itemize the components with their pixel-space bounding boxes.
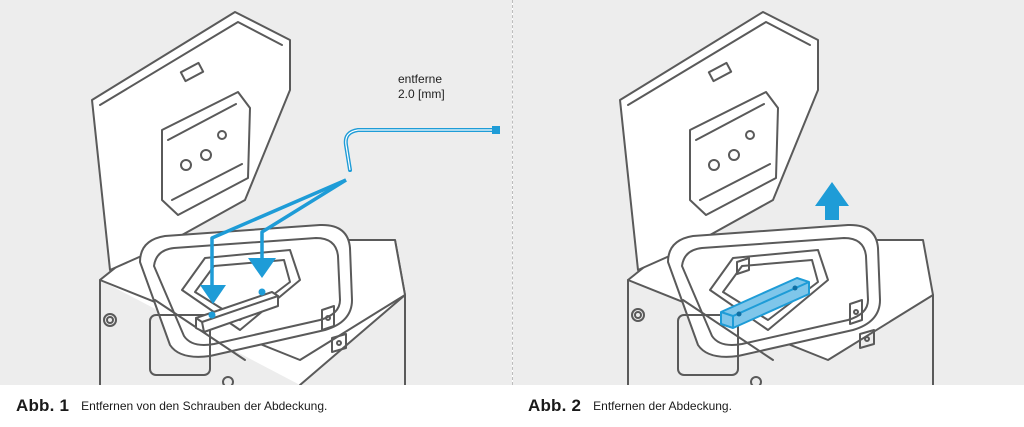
- figure-divider: [512, 0, 513, 385]
- tool-note: entferne 2.0 [mm]: [398, 72, 445, 102]
- hex-key-tip: [492, 126, 500, 134]
- figure-1-illustration: entferne 2.0 [mm]: [0, 0, 512, 385]
- tool-note-line2: 2.0 [mm]: [398, 87, 445, 101]
- arrow-head-right: [248, 258, 276, 278]
- screw-arrows: [210, 178, 347, 285]
- screw-left: [208, 311, 216, 319]
- figure-2: Abb. 2 Entfernen der Abdeckung.: [513, 0, 1024, 427]
- tool-note-line1: entferne: [398, 72, 443, 86]
- figure-1-caption: Abb. 1 Entfernen von den Schrauben der A…: [0, 385, 512, 427]
- figure-1-caption-text: Entfernen von den Schrauben der Abdeckun…: [81, 399, 328, 413]
- lid-inner-panel: [689, 91, 779, 216]
- lid-inner-panel: [161, 91, 251, 216]
- figure-2-illustration: [513, 0, 1024, 385]
- lift-up-arrow: [815, 182, 849, 220]
- screw-right: [258, 288, 266, 296]
- figure-2-caption: Abb. 2 Entfernen der Abdeckung.: [513, 385, 1024, 427]
- hex-key-tool: [343, 128, 498, 172]
- figure-2-caption-text: Entfernen der Abdeckung.: [593, 399, 732, 413]
- printer-illustration-cover-removed: [619, 11, 934, 385]
- figure-1-number: Abb. 1: [16, 396, 70, 415]
- printer-illustration-open-lid: [91, 11, 500, 385]
- arrow-head-left: [200, 285, 226, 304]
- figure-2-number: Abb. 2: [528, 396, 582, 415]
- figure-1: entferne 2.0 [mm] Abb. 1 Entfernen von d…: [0, 0, 512, 427]
- printer-body: [627, 279, 934, 385]
- cover-bar-highlighted: [720, 277, 810, 329]
